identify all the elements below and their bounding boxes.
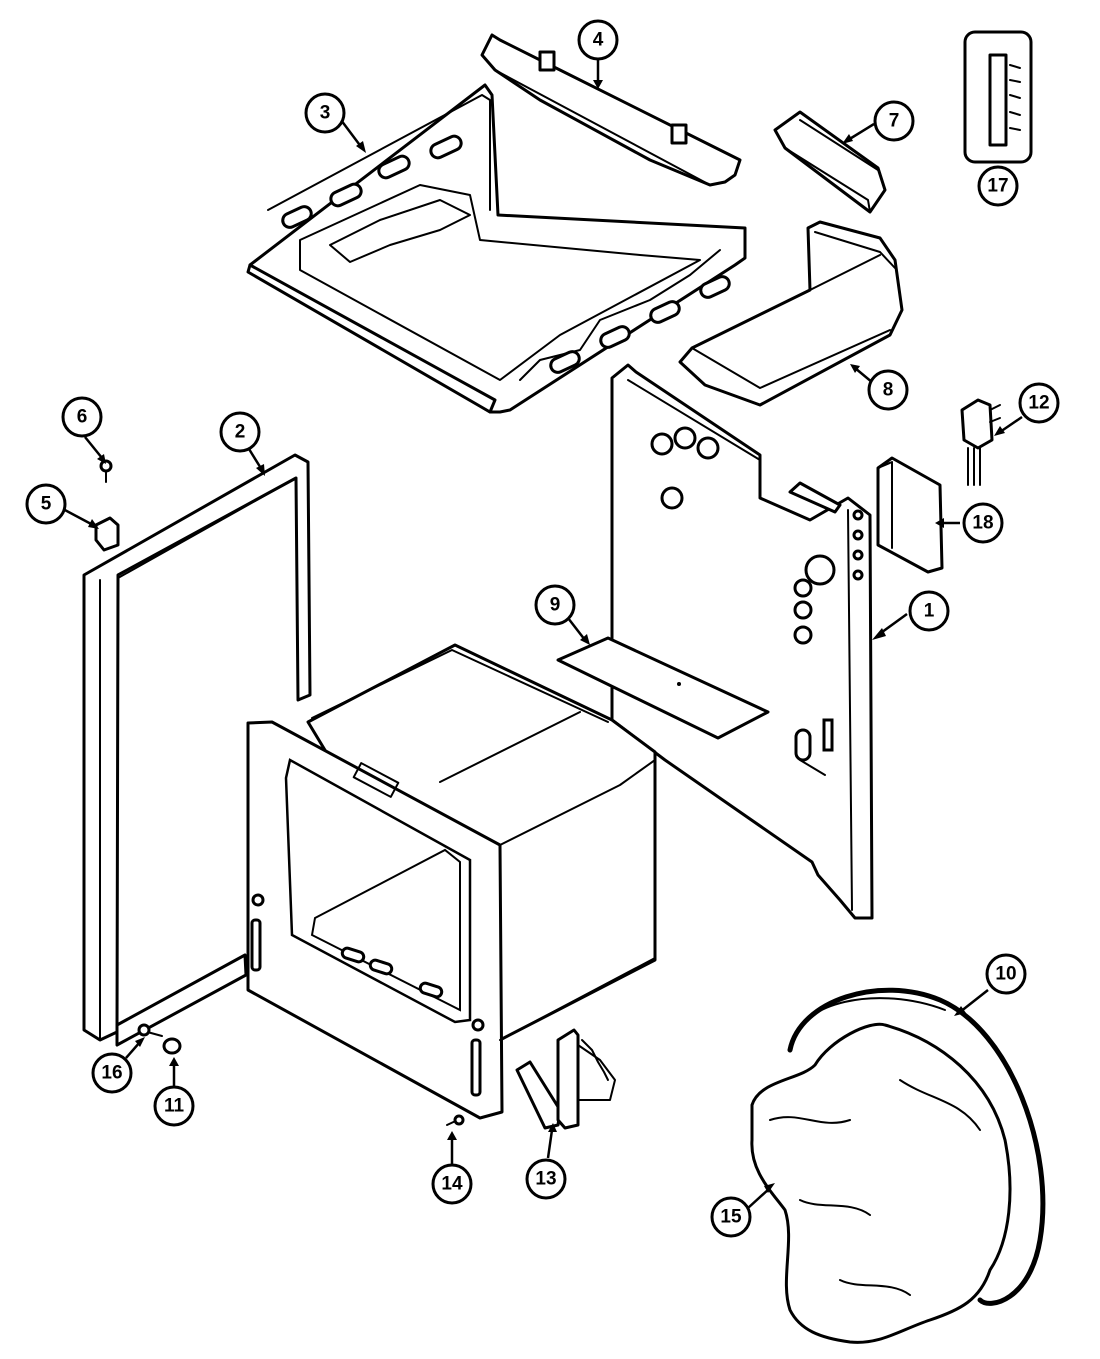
callout-16: 16 bbox=[91, 1052, 133, 1094]
part-5-clip bbox=[94, 516, 120, 552]
oven-cavity bbox=[246, 643, 657, 1120]
svg-text:2: 2 bbox=[235, 422, 246, 443]
part-15-insulation bbox=[750, 1022, 1012, 1344]
callout-7: 7 bbox=[873, 100, 915, 142]
callout-14: 14 bbox=[431, 1163, 473, 1205]
part-6-screw bbox=[99, 459, 113, 483]
callout-3: 3 bbox=[304, 92, 346, 134]
svg-text:1: 1 bbox=[924, 601, 935, 622]
part-13-hinge bbox=[515, 1028, 616, 1130]
svg-text:5: 5 bbox=[41, 494, 52, 515]
part-9-plate bbox=[556, 636, 770, 740]
svg-text:10: 10 bbox=[995, 964, 1016, 985]
part-2-frame bbox=[82, 453, 312, 1047]
leader-lines bbox=[62, 60, 1023, 1209]
callout-8: 8 bbox=[867, 369, 909, 411]
svg-text:6: 6 bbox=[77, 407, 88, 428]
callout-13: 13 bbox=[525, 1158, 567, 1200]
svg-text:3: 3 bbox=[320, 103, 331, 124]
svg-text:16: 16 bbox=[101, 1063, 122, 1084]
part-18-control-cover bbox=[876, 456, 944, 574]
svg-text:14: 14 bbox=[441, 1174, 463, 1195]
part-4-rear-bracket bbox=[480, 33, 742, 187]
callout-10: 10 bbox=[985, 953, 1027, 995]
svg-text:13: 13 bbox=[535, 1169, 556, 1190]
callout-9: 9 bbox=[534, 584, 576, 626]
part-10-cable bbox=[787, 987, 1046, 1306]
callout-4: 4 bbox=[577, 19, 619, 61]
part-11-grommet bbox=[162, 1037, 182, 1055]
callout-17: 17 bbox=[977, 165, 1019, 207]
part-17-label-box bbox=[963, 30, 1033, 164]
callout-2: 2 bbox=[219, 411, 261, 453]
callout-6: 6 bbox=[61, 396, 103, 438]
svg-text:4: 4 bbox=[593, 30, 604, 51]
svg-text:11: 11 bbox=[164, 1096, 185, 1117]
callout-11: 11 bbox=[153, 1085, 195, 1127]
callout-5: 5 bbox=[25, 483, 67, 525]
part-7-vent-duct bbox=[773, 110, 887, 214]
part-3-burner-box bbox=[246, 83, 747, 414]
svg-text:12: 12 bbox=[1028, 393, 1049, 414]
callout-18: 18 bbox=[962, 502, 1004, 544]
callout-15: 15 bbox=[710, 1196, 752, 1238]
part-8-flue-duct bbox=[678, 220, 904, 407]
callout-12: 12 bbox=[1018, 382, 1060, 424]
part-1-side-panel bbox=[610, 363, 874, 920]
part-16-screw bbox=[137, 1023, 163, 1037]
part-14-screw bbox=[446, 1114, 465, 1126]
svg-text:8: 8 bbox=[883, 380, 894, 401]
svg-text:17: 17 bbox=[987, 176, 1008, 197]
svg-text:18: 18 bbox=[972, 513, 993, 534]
svg-text:15: 15 bbox=[720, 1207, 742, 1228]
callout-1: 1 bbox=[908, 590, 950, 632]
part-12-terminal bbox=[960, 398, 1001, 486]
svg-text:7: 7 bbox=[889, 111, 900, 132]
svg-text:9: 9 bbox=[550, 595, 561, 616]
